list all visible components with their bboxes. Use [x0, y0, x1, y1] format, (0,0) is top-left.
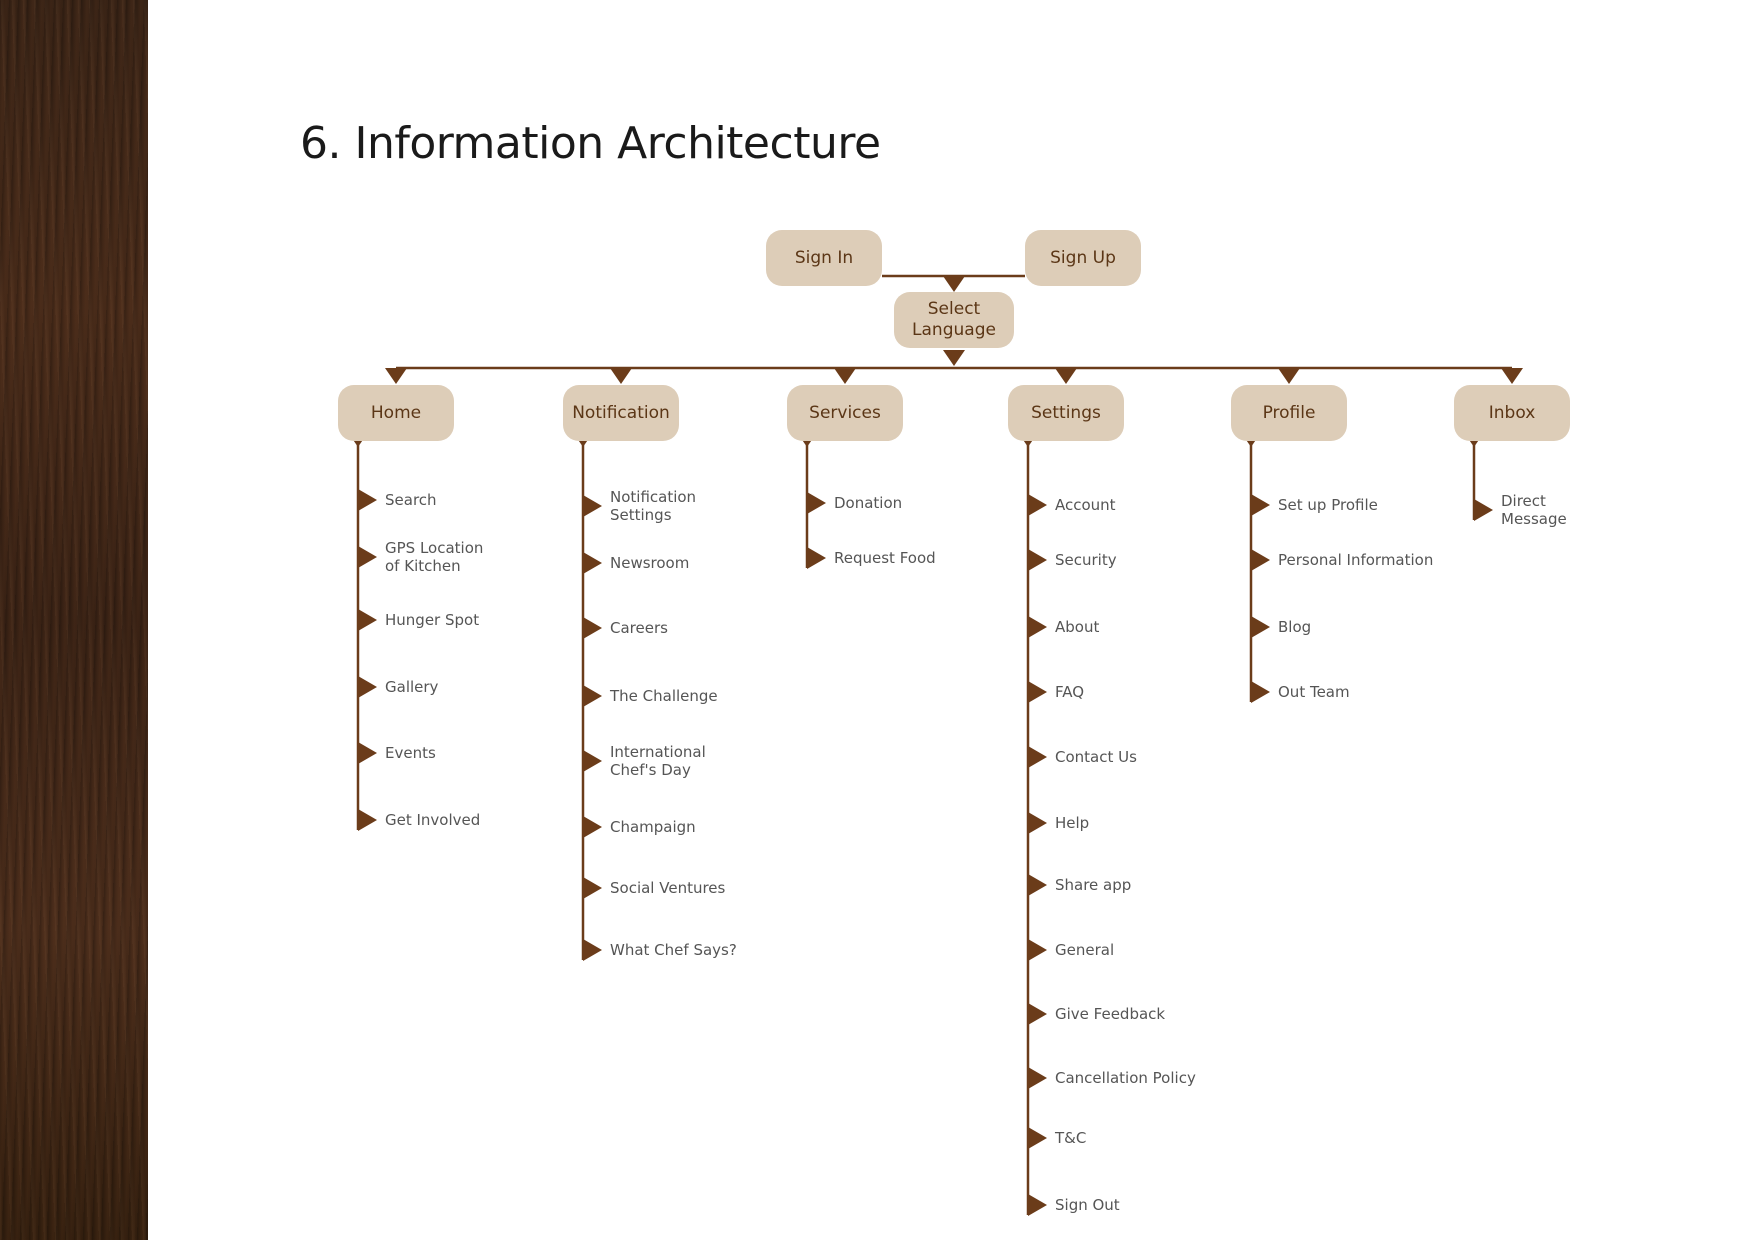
- inbox-item-arrow: [1474, 499, 1493, 521]
- settings-item-arrow: [1028, 1067, 1047, 1089]
- list-item[interactable]: Share app: [1055, 876, 1132, 894]
- services-label: Services: [809, 402, 881, 423]
- arrow-to-inbox: [1501, 368, 1523, 384]
- select-language-node[interactable]: Select Language: [894, 292, 1014, 348]
- sign-up-node[interactable]: Sign Up: [1025, 230, 1141, 286]
- list-item[interactable]: Notification Settings: [610, 488, 697, 524]
- notification-node[interactable]: Notification: [563, 385, 679, 441]
- home-item-arrow: [358, 489, 377, 511]
- profile-label: Profile: [1262, 402, 1316, 423]
- list-item[interactable]: Set up Profile: [1278, 496, 1378, 514]
- profile-node[interactable]: Profile: [1231, 385, 1347, 441]
- notification-item-arrow: [583, 877, 602, 899]
- inbox-label: Inbox: [1488, 402, 1536, 423]
- list-item[interactable]: Donation: [834, 494, 903, 512]
- wood-sidebar: [0, 0, 148, 1240]
- list-item[interactable]: Social Ventures: [610, 879, 726, 897]
- sign-in-node[interactable]: Sign In: [766, 230, 882, 286]
- settings-item-arrow: [1028, 616, 1047, 638]
- inbox-node[interactable]: Inbox: [1454, 385, 1570, 441]
- list-item[interactable]: Request Food: [834, 549, 936, 567]
- services-item-arrow: [807, 547, 826, 569]
- settings-item-arrow: [1028, 549, 1047, 571]
- notification-item-arrow: [583, 939, 602, 961]
- home-label: Home: [370, 402, 422, 423]
- settings-item-arrow: [1028, 746, 1047, 768]
- settings-item-arrow: [1028, 1127, 1047, 1149]
- list-item[interactable]: Get Involved: [385, 811, 481, 829]
- list-item[interactable]: Give Feedback: [1055, 1005, 1166, 1023]
- arrow-to-services: [834, 368, 856, 384]
- settings-item-arrow: [1028, 494, 1047, 516]
- list-item[interactable]: About: [1055, 618, 1100, 636]
- list-item[interactable]: Newsroom: [610, 554, 690, 572]
- list-item[interactable]: Hunger Spot: [385, 611, 480, 629]
- services-node[interactable]: Services: [787, 385, 903, 441]
- sign-up-label: Sign Up: [1050, 247, 1116, 268]
- notification-item-arrow: [583, 685, 602, 707]
- notification-item-arrow: [583, 816, 602, 838]
- list-item[interactable]: GPS Location of Kitchen: [385, 539, 484, 575]
- list-item[interactable]: Search: [385, 491, 437, 509]
- arrow-to-settings: [1055, 368, 1077, 384]
- notification-item-arrow: [583, 495, 602, 517]
- list-item[interactable]: Account: [1055, 496, 1116, 514]
- notification-label: Notification: [572, 402, 670, 423]
- arrow-to-profile: [1278, 368, 1300, 384]
- list-item[interactable]: Events: [385, 744, 436, 762]
- home-item-arrow: [358, 676, 377, 698]
- list-item[interactable]: General: [1055, 941, 1115, 959]
- home-item-arrow: [358, 609, 377, 631]
- settings-item-arrow: [1028, 1003, 1047, 1025]
- list-item[interactable]: Blog: [1278, 618, 1312, 636]
- profile-item-arrow: [1251, 616, 1270, 638]
- sign-in-label: Sign In: [794, 247, 854, 268]
- list-item[interactable]: Cancellation Policy: [1055, 1069, 1196, 1087]
- list-item[interactable]: Sign Out: [1055, 1196, 1120, 1214]
- notification-item-arrow: [583, 552, 602, 574]
- settings-item-arrow: [1028, 939, 1047, 961]
- arrow-to-notification: [610, 368, 632, 384]
- profile-item-arrow: [1251, 494, 1270, 516]
- list-item[interactable]: International Chef's Day: [610, 743, 706, 779]
- profile-item-arrow: [1251, 549, 1270, 571]
- list-item[interactable]: Help: [1055, 814, 1090, 832]
- notification-item-arrow: [583, 617, 602, 639]
- list-item[interactable]: The Challenge: [610, 687, 718, 705]
- home-node[interactable]: Home: [338, 385, 454, 441]
- settings-item-arrow: [1028, 812, 1047, 834]
- list-item[interactable]: Contact Us: [1055, 748, 1137, 766]
- list-item[interactable]: What Chef Says?: [610, 941, 737, 959]
- page-title: 6. Information Architecture: [300, 118, 881, 169]
- list-item[interactable]: Careers: [610, 619, 668, 637]
- home-item-arrow: [358, 809, 377, 831]
- settings-item-arrow: [1028, 1194, 1047, 1216]
- home-item-arrow: [358, 546, 377, 568]
- list-item[interactable]: Out Team: [1278, 683, 1350, 701]
- list-item[interactable]: Security: [1055, 551, 1117, 569]
- arrow-to-select-language: [943, 276, 965, 292]
- settings-item-arrow: [1028, 681, 1047, 703]
- list-item[interactable]: Personal Information: [1278, 551, 1434, 569]
- list-item[interactable]: T&C: [1055, 1129, 1087, 1147]
- list-item[interactable]: FAQ: [1055, 683, 1085, 701]
- settings-node[interactable]: Settings: [1008, 385, 1124, 441]
- home-item-arrow: [358, 742, 377, 764]
- profile-item-arrow: [1251, 681, 1270, 703]
- list-item[interactable]: Direct Message: [1501, 492, 1567, 528]
- select-language-label: Select Language: [912, 299, 996, 340]
- notification-item-arrow: [583, 750, 602, 772]
- arrow-to-home: [385, 368, 407, 384]
- list-item[interactable]: Gallery: [385, 678, 439, 696]
- arrow-from-select-language: [943, 350, 965, 366]
- settings-item-arrow: [1028, 874, 1047, 896]
- settings-label: Settings: [1031, 402, 1101, 423]
- list-item[interactable]: Champaign: [610, 818, 696, 836]
- services-item-arrow: [807, 492, 826, 514]
